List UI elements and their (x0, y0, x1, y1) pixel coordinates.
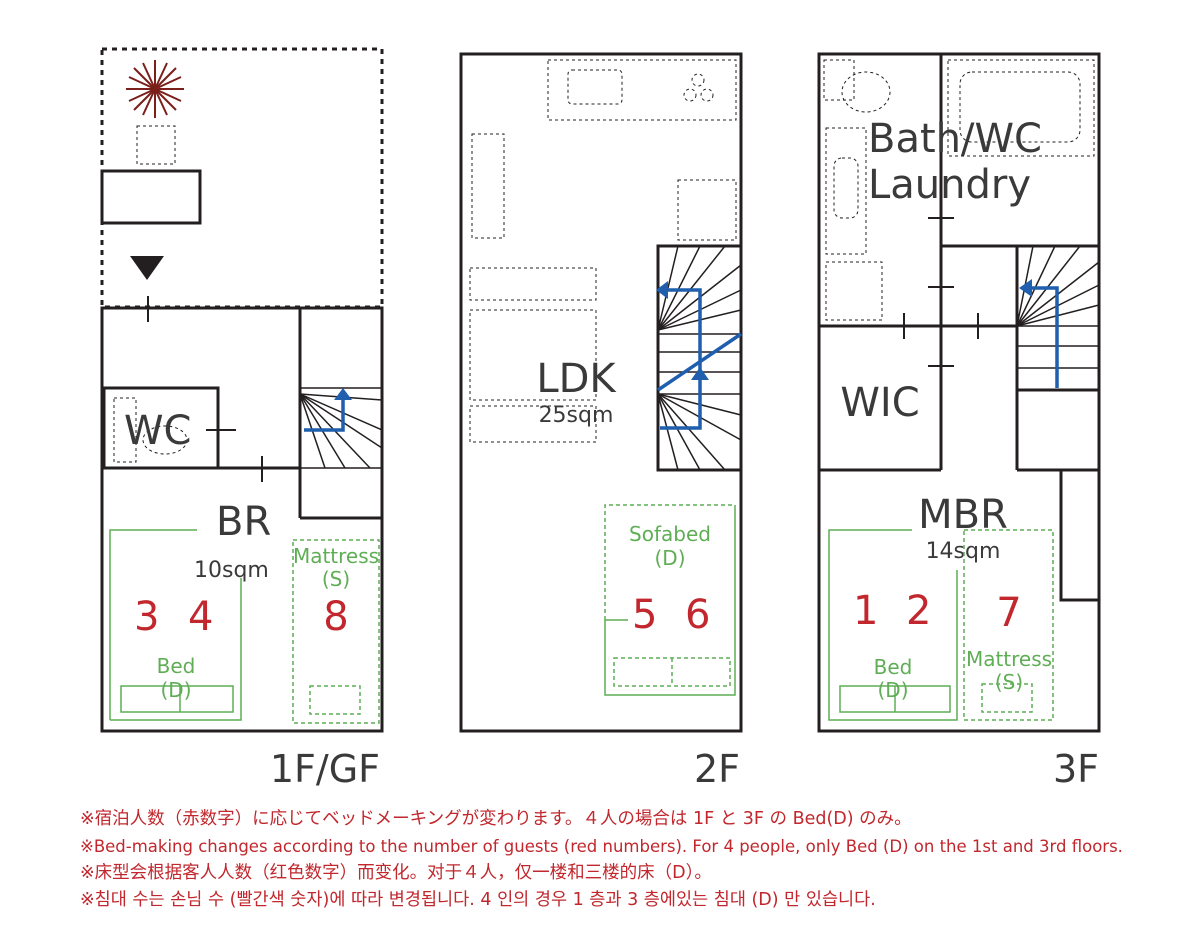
mattress-size-3f: (S) (995, 670, 1023, 694)
stair-arrow-1f (304, 398, 345, 432)
floor-plans: WC BR 10sqm 3 4 Bed (D) Mattress (S) 8 1… (100, 47, 1101, 791)
planter (136, 125, 176, 165)
note-chinese: ※床型会根据客人人数（红色数字）而变化。对于４人，仅一楼和三楼的床（D）。 (80, 863, 712, 883)
tree-icon (126, 60, 184, 118)
floor-2f: LDK 25sqm Sofabed (D) 5 6 2F (459, 52, 743, 791)
floor-3f: Bath/WC Laundry WIC MBR 14sqm 1 2 Bed (D… (817, 52, 1101, 791)
bed-label-1f: Bed (157, 654, 196, 678)
note-english: ※Bed-making changes according to the num… (80, 837, 1123, 856)
guest-number-6: 6 (685, 592, 710, 638)
floor-label-3f: 3F (1053, 747, 1099, 791)
guest-number-3: 3 (134, 594, 159, 640)
entrance-icon (130, 256, 164, 280)
bed-size-3f: (D) (877, 678, 908, 702)
washing-machine (825, 261, 883, 321)
dining-table (471, 133, 505, 239)
mattress-size-1f: (S) (322, 567, 350, 591)
bed-1f (109, 529, 197, 720)
garden-area (100, 47, 384, 309)
kitchen-counter (547, 59, 737, 121)
bed-label-3f: Bed (874, 655, 913, 679)
bed-3f (828, 529, 958, 721)
bath-label: Bath/WC (868, 116, 1042, 162)
bathtub (825, 127, 867, 255)
mattress-label-3f: Mattress (966, 647, 1052, 671)
guest-number-4: 4 (188, 594, 213, 640)
mattress-label-1f: Mattress (293, 544, 379, 568)
mbr-area: 14sqm (926, 539, 1001, 564)
stairs-2f (656, 244, 743, 472)
sofabed-size: (D) (654, 546, 685, 570)
fridge (677, 179, 737, 241)
sofabed (604, 504, 735, 620)
ldk-label: LDK (536, 356, 617, 402)
wic-label: WIC (840, 380, 919, 426)
guest-number-7: 7 (996, 590, 1021, 636)
building-3f (817, 52, 1101, 733)
bed-size-1f: (D) (160, 678, 191, 702)
wc-room (102, 386, 220, 470)
mbr-label: MBR (918, 492, 1008, 538)
bed-notes: ※宿泊人数（赤数字）に応じてベッドメーキングが変わります。４人の場合は 1F と… (80, 806, 1180, 914)
br-area: 10sqm (194, 558, 269, 583)
closet-3f (1059, 468, 1101, 602)
mattress-3f (963, 529, 1054, 721)
guest-number-8: 8 (323, 594, 348, 640)
vanity (947, 59, 1095, 157)
guest-number-5: 5 (632, 592, 657, 638)
stair-arrow-2f (660, 288, 702, 430)
toilet-icon (841, 71, 891, 113)
mattress-1f (292, 539, 380, 724)
laundry-label: Laundry (868, 162, 1031, 208)
sofabed-label: Sofabed (629, 522, 711, 546)
floor-1f: WC BR 10sqm 3 4 Bed (D) Mattress (S) 8 1… (100, 47, 384, 791)
floor-label-1f: 1F/GF (270, 747, 380, 791)
bench (100, 169, 202, 225)
guest-number-1: 1 (853, 588, 878, 634)
note-japanese: ※宿泊人数（赤数字）に応じてベッドメーキングが変わります。４人の場合は 1F と… (80, 809, 912, 829)
br-label: BR (216, 499, 271, 545)
guest-number-2: 2 (906, 588, 931, 634)
wc-label: WC (124, 408, 191, 454)
floor-label-2f: 2F (694, 747, 740, 791)
stair-arrow-3f (1030, 286, 1059, 388)
ldk-area: 25sqm (539, 403, 614, 428)
note-korean: ※침대 수는 손님 수 (빨간색 숫자)에 따라 변경됩니다. 4 인의 경우 … (80, 890, 876, 910)
